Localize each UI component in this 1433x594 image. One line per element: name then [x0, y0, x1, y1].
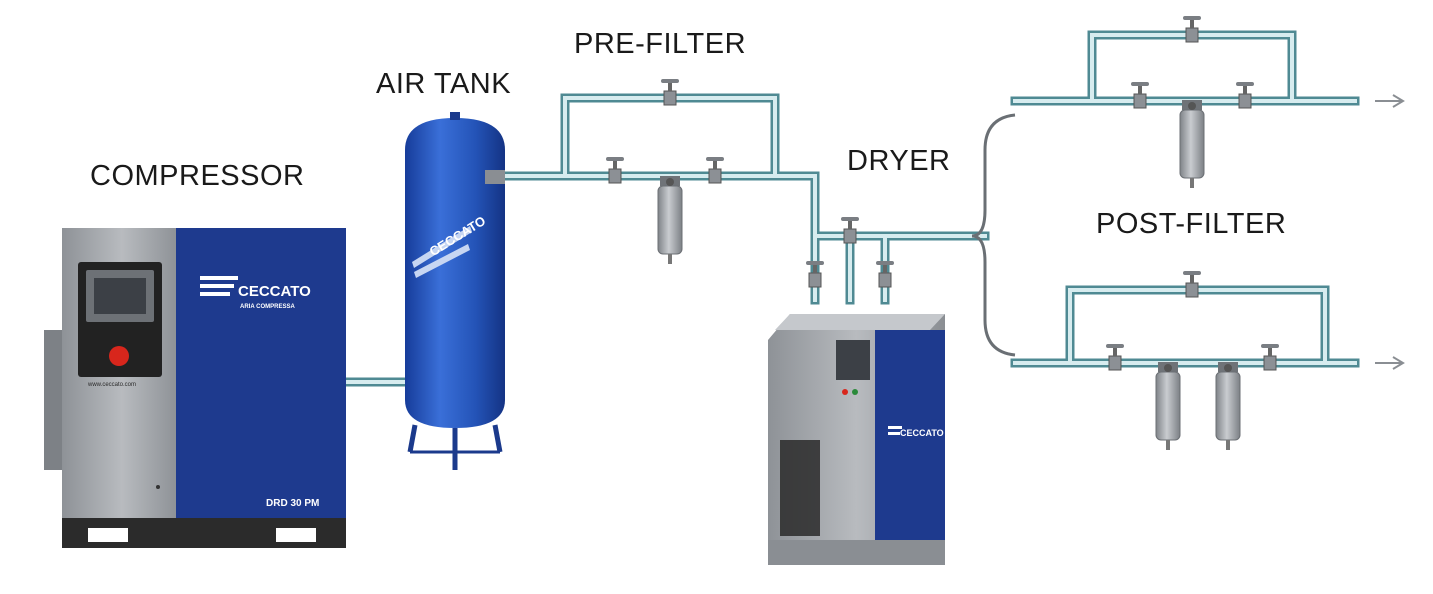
dryer-label: DRYER	[847, 145, 951, 177]
compressor-brand-logo: CECCATO	[238, 283, 311, 300]
dryer-brand-logo: CECCATO	[900, 428, 944, 438]
arrow-right-icon	[1375, 94, 1405, 108]
arrow-right-icon	[1375, 356, 1405, 370]
compressor-unit: CECCATO ARIA COMPRESSA www.ceccato.com D…	[44, 228, 346, 548]
pre-filter-label: PRE-FILTER	[574, 28, 747, 60]
post-filter-label: POST-FILTER	[1096, 208, 1287, 240]
compressor-brand-sub: ARIA COMPRESSA	[240, 304, 295, 310]
branch-bracket-icon	[971, 113, 1016, 357]
dryer-unit: CECCATO	[768, 216, 945, 565]
air-tank-label: AIR TANK	[376, 68, 512, 100]
compressor-website: www.ceccato.com	[87, 382, 136, 388]
air-tank: CECCATO	[405, 112, 505, 470]
compressor-model: DRD 30 PM	[266, 498, 319, 509]
emergency-stop-icon	[109, 346, 129, 366]
compressor-label: COMPRESSOR	[90, 160, 305, 192]
